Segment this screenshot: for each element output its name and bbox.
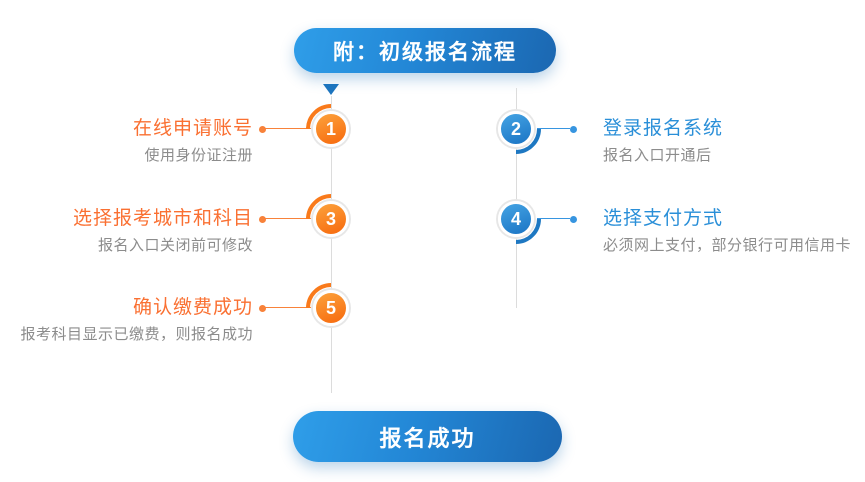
step-3-connector-line bbox=[265, 218, 311, 219]
step-2-text: 登录报名系统 报名入口开通后 bbox=[603, 117, 723, 166]
step-3-number: 3 bbox=[325, 208, 336, 229]
step-4-connector-line bbox=[537, 218, 570, 219]
step-3-number-badge: 3 bbox=[313, 201, 349, 237]
step-1-text: 在线申请账号 使用身份证注册 bbox=[0, 117, 253, 166]
step-2-title: 登录报名系统 bbox=[603, 118, 724, 139]
step-3-title: 选择报考城市和科目 bbox=[72, 208, 253, 229]
flow-footer-label: 报名成功 bbox=[379, 425, 476, 451]
step-2-connector-line bbox=[537, 128, 570, 129]
step-2-number: 2 bbox=[510, 118, 521, 139]
step-1-connector-dot bbox=[259, 126, 266, 133]
step-1-subtitle: 使用身份证注册 bbox=[144, 147, 253, 164]
step-4-text: 选择支付方式 必须网上支付，部分银行可用信用卡 bbox=[603, 207, 851, 256]
step-5-connector-dot bbox=[259, 305, 266, 312]
step-4-number: 4 bbox=[510, 208, 521, 229]
step-5-title: 确认缴费成功 bbox=[132, 297, 253, 318]
step-1-title: 在线申请账号 bbox=[132, 118, 253, 139]
step-5-number-badge: 5 bbox=[313, 290, 349, 326]
step-1-number: 1 bbox=[325, 118, 336, 139]
step-2-number-badge: 2 bbox=[498, 111, 534, 147]
arrow-down-icon bbox=[323, 84, 339, 95]
step-1-connector-line bbox=[265, 128, 311, 129]
flow-header-pill: 附：初级报名流程 bbox=[294, 28, 556, 73]
step-4-connector-dot bbox=[570, 216, 577, 223]
step-5-number: 5 bbox=[325, 297, 336, 318]
step-3-text: 选择报考城市和科目 报名入口关闭前可修改 bbox=[0, 207, 253, 256]
step-3-connector-dot bbox=[259, 216, 266, 223]
timeline-rail-left bbox=[331, 96, 332, 393]
step-4-subtitle: 必须网上支付，部分银行可用信用卡 bbox=[603, 237, 852, 254]
step-5-subtitle: 报考科目显示已缴费，则报名成功 bbox=[20, 326, 253, 343]
step-5-text: 确认缴费成功 报考科目显示已缴费，则报名成功 bbox=[0, 296, 253, 345]
step-2-connector-dot bbox=[570, 126, 577, 133]
step-4-number-badge: 4 bbox=[498, 201, 534, 237]
step-4-title: 选择支付方式 bbox=[603, 208, 724, 229]
flow-header-label: 附：初级报名流程 bbox=[333, 40, 517, 64]
step-5-connector-line bbox=[265, 307, 311, 308]
flow-footer-pill: 报名成功 bbox=[293, 411, 562, 462]
step-1-number-badge: 1 bbox=[313, 111, 349, 147]
step-2-subtitle: 报名入口开通后 bbox=[603, 147, 712, 164]
step-3-subtitle: 报名入口关闭前可修改 bbox=[97, 237, 253, 254]
